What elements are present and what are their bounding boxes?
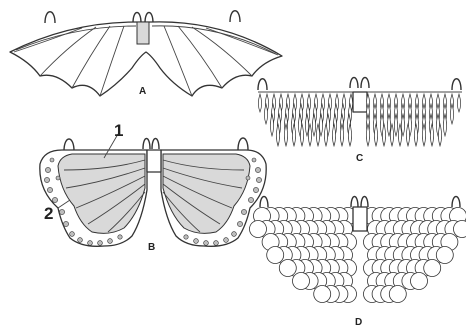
label-c: C	[356, 153, 363, 164]
hanger-loop	[361, 78, 369, 89]
hanger-loop	[260, 197, 268, 208]
scale-petal	[436, 247, 453, 264]
scale-petal	[411, 273, 428, 290]
scale-petal	[250, 221, 267, 238]
hanger-loop	[350, 78, 358, 89]
label-a: A	[139, 86, 146, 97]
hanger-loop	[351, 197, 358, 208]
feather-center-panel	[353, 92, 367, 112]
callout-2: 2	[44, 204, 53, 223]
hanger-loop	[143, 139, 150, 150]
hanger-loop	[452, 197, 460, 208]
hanger-loop	[238, 138, 248, 150]
label-d: D	[355, 317, 362, 328]
label-b: B	[148, 242, 155, 253]
butterfly-center-panel	[147, 150, 161, 172]
bat-wings: A	[10, 11, 282, 97]
butterfly-wings: 1 2 B	[40, 121, 266, 253]
hanger-loop	[152, 139, 159, 150]
feather	[258, 94, 261, 112]
hanger-loop	[64, 139, 74, 151]
feather	[457, 94, 460, 112]
scale-petal	[293, 273, 310, 290]
hanger-loop	[45, 12, 55, 23]
hanger-loop	[258, 79, 267, 90]
callout-1: 1	[114, 121, 123, 140]
feather	[264, 104, 267, 124]
hanger-loop	[230, 11, 240, 22]
feather-wings: C	[258, 78, 462, 165]
hanger-loop	[361, 197, 368, 208]
scale-wings: D	[250, 197, 466, 328]
hanger-loop	[452, 79, 461, 90]
bat-center-panel	[137, 22, 149, 44]
scale-center-panel	[353, 207, 367, 231]
scale-petal	[424, 260, 441, 277]
scale-petal	[279, 260, 296, 277]
scale-petal	[389, 286, 406, 303]
scale-petal	[314, 286, 331, 303]
scale-petal	[267, 247, 284, 264]
feather	[450, 104, 453, 124]
